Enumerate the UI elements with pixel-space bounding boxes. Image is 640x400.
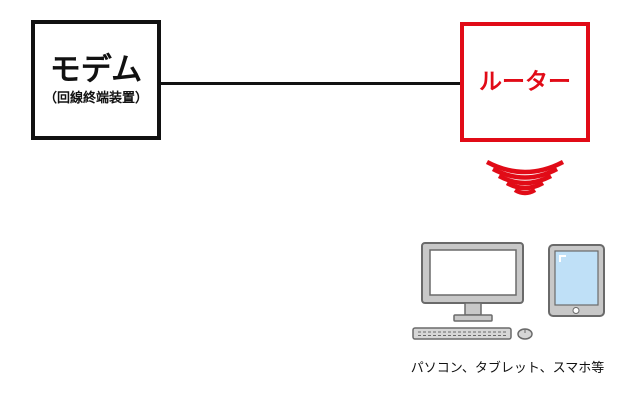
router-box: ルーター [460, 22, 590, 142]
mouse-icon [517, 328, 533, 340]
modem-box: モデム （回線終端装置） [31, 20, 161, 140]
devices-caption: パソコン、タブレット、スマホ等 [410, 361, 605, 376]
modem-subtitle: （回線終端装置） [43, 91, 148, 106]
keyboard-icon [412, 327, 512, 340]
desktop-computer-icon [421, 242, 524, 322]
modem-title: モデム [49, 52, 143, 88]
devices-illustration [412, 242, 605, 340]
router-title: ルーター [479, 68, 571, 95]
tablet-icon [548, 244, 605, 317]
wifi-signal-icon [485, 160, 565, 196]
connection-line [161, 82, 460, 85]
